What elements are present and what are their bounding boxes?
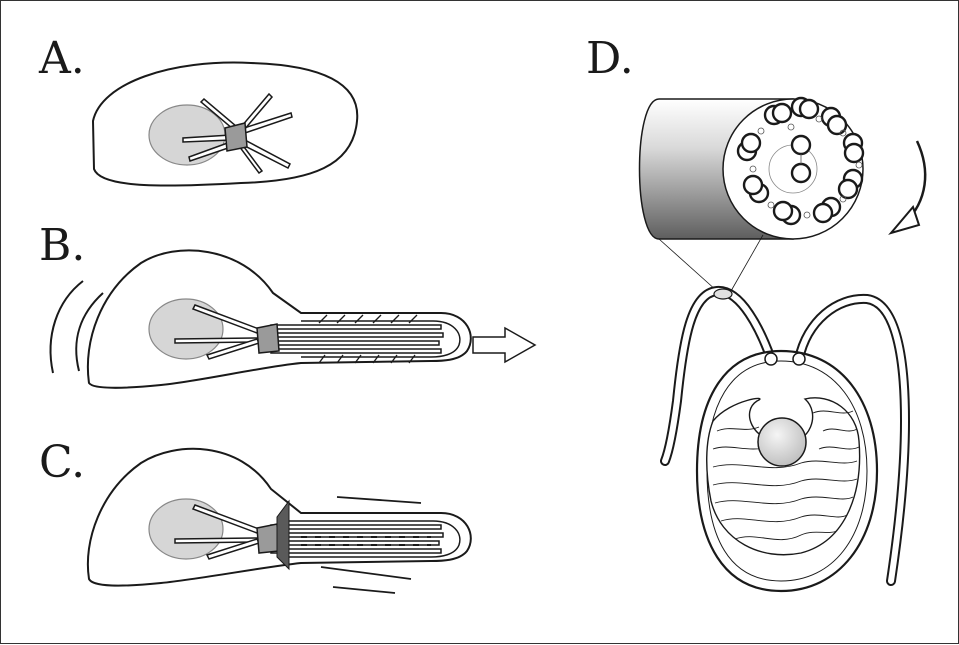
panel-label-c: C. [39, 441, 85, 485]
panel-label-d: D. [586, 37, 634, 81]
nucleus [149, 299, 223, 359]
flagellum-section-marker [714, 289, 732, 299]
curved-arrow-head [891, 207, 919, 233]
projection-line [731, 235, 763, 291]
basal-body-left [765, 353, 777, 365]
nucleus [149, 105, 225, 165]
nucleus [149, 499, 223, 559]
cell-body [93, 63, 357, 186]
panel-label-b: B. [39, 224, 85, 268]
pyrenoid [758, 418, 806, 466]
panel-d-organism [640, 98, 926, 591]
basal-body-right [793, 353, 805, 365]
centrosome [225, 123, 247, 151]
panel-b-cell [51, 250, 471, 387]
right-arrow-icon [473, 328, 535, 362]
panel-label-a: A. [39, 37, 85, 81]
projection-line [659, 239, 717, 291]
panel-c-cell [88, 449, 471, 593]
panel-a-cell [93, 63, 357, 186]
centrosome [257, 524, 279, 553]
centrosome [257, 324, 279, 353]
